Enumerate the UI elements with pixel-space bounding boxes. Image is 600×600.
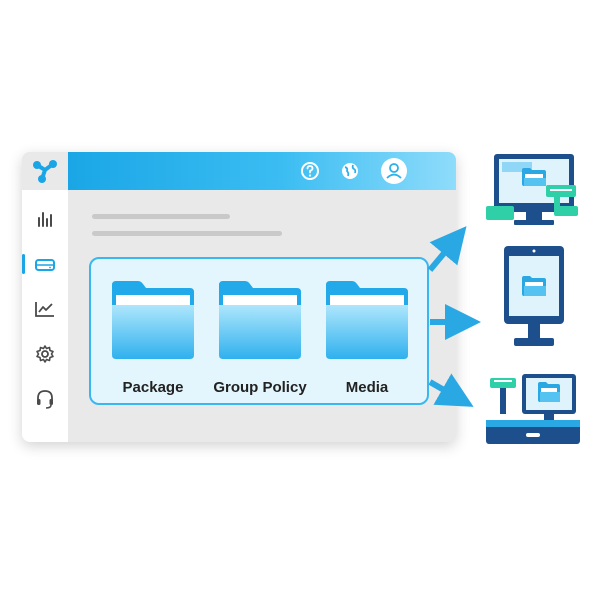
folder-panel: Package Group Policy Media (89, 257, 429, 405)
user-avatar-icon[interactable] (380, 157, 408, 185)
arrow-to-desktop (427, 226, 467, 272)
folder-label: Group Policy (213, 379, 307, 396)
sidebar-item-trends[interactable] (22, 294, 68, 324)
trend-chart-icon (35, 302, 54, 317)
folder-group-policy[interactable]: Group Policy (213, 279, 307, 396)
placeholder-line (92, 231, 282, 236)
globe-icon[interactable] (338, 159, 362, 183)
sidebar-item-support[interactable] (22, 384, 68, 414)
folder-label: Package (122, 379, 184, 396)
folder-package[interactable]: Package (110, 279, 196, 396)
bar-chart-icon (38, 212, 52, 227)
drive-icon (35, 259, 55, 271)
folder-icon (219, 281, 301, 359)
placeholder-line (92, 214, 230, 219)
folder-label: Media (345, 379, 389, 396)
logo-area (22, 152, 68, 190)
brand-logo-icon[interactable] (22, 152, 68, 190)
sidebar-item-storage[interactable] (22, 249, 68, 279)
help-icon[interactable] (298, 159, 322, 183)
gear-icon (36, 345, 54, 363)
folder-icon (112, 281, 194, 359)
folder-media[interactable]: Media (324, 279, 410, 396)
desktop-computer-icon (484, 150, 584, 235)
sidebar (22, 190, 68, 442)
sidebar-item-analytics[interactable] (22, 204, 68, 234)
folder-icon (326, 281, 408, 359)
pos-terminal-icon (484, 370, 584, 455)
top-bar (68, 152, 456, 190)
sidebar-item-settings[interactable] (22, 339, 68, 369)
kiosk-icon (498, 244, 570, 355)
arrow-to-pos (428, 373, 474, 407)
headset-icon (37, 390, 53, 409)
